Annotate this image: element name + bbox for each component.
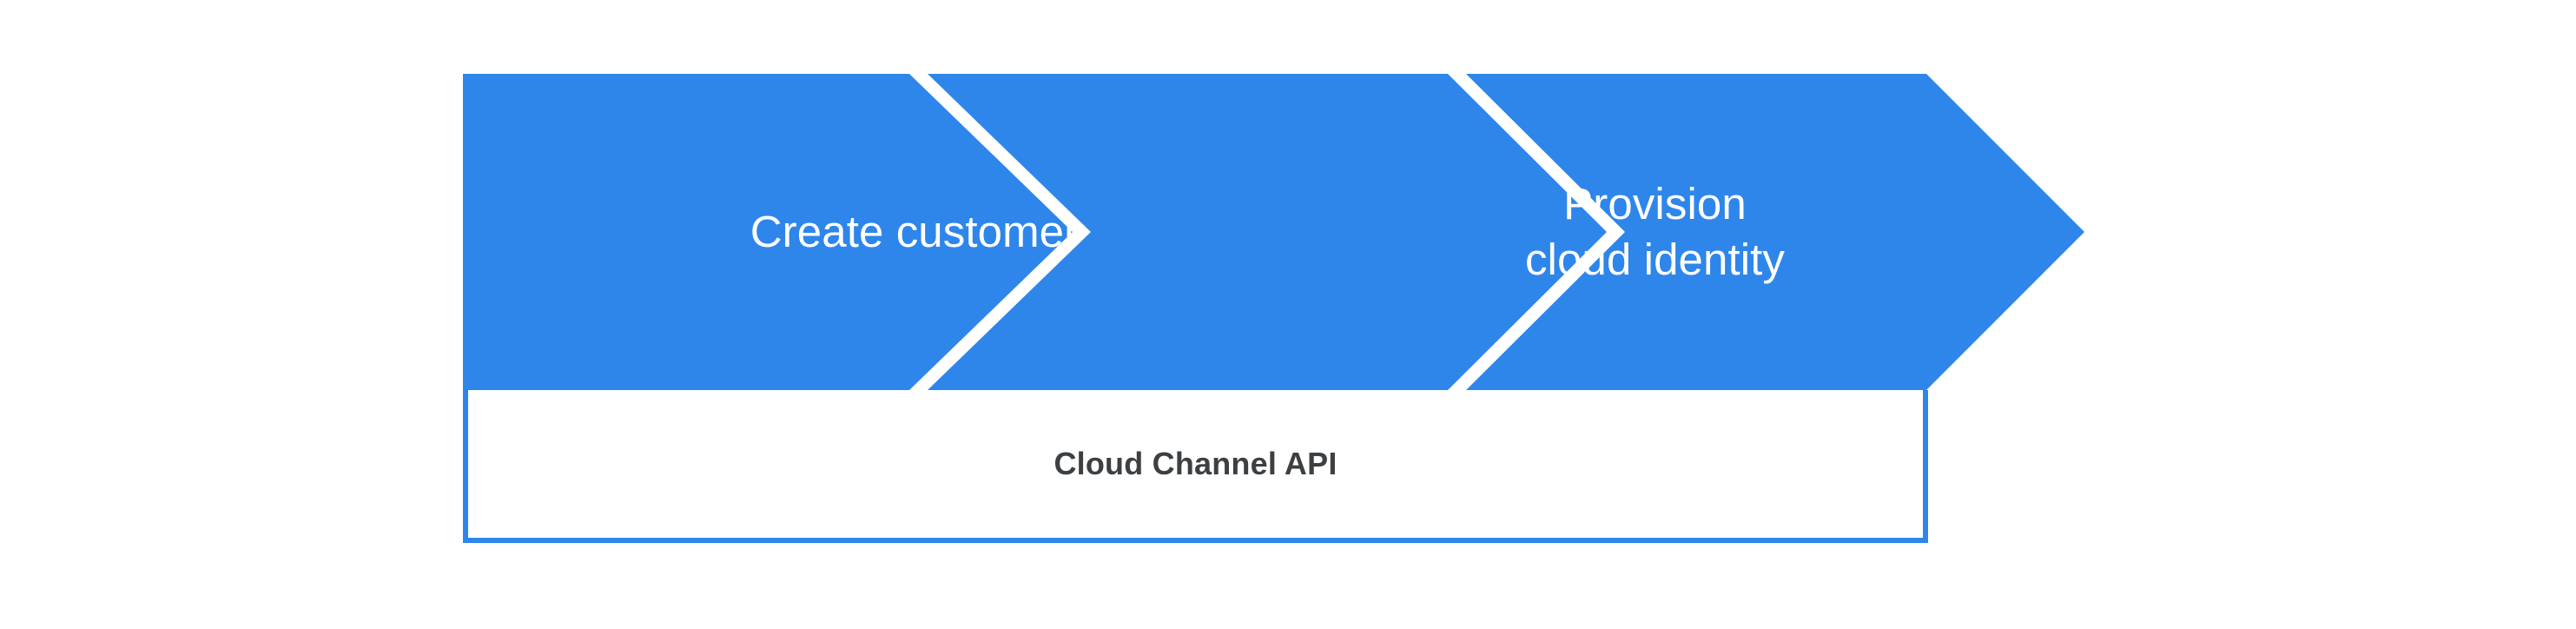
chevron-segment-3[interactable]	[1466, 74, 2084, 390]
cloud-channel-api-box: Cloud Channel API	[463, 390, 1928, 543]
process-flow-band: Create customer Provision cloud identity…	[463, 74, 2313, 390]
chevron-arrow-shape	[463, 74, 2084, 390]
chevron-segment-2[interactable]	[928, 74, 1607, 390]
chevron-segment-1[interactable]	[463, 74, 1073, 390]
cloud-channel-api-label: Cloud Channel API	[1054, 446, 1338, 481]
